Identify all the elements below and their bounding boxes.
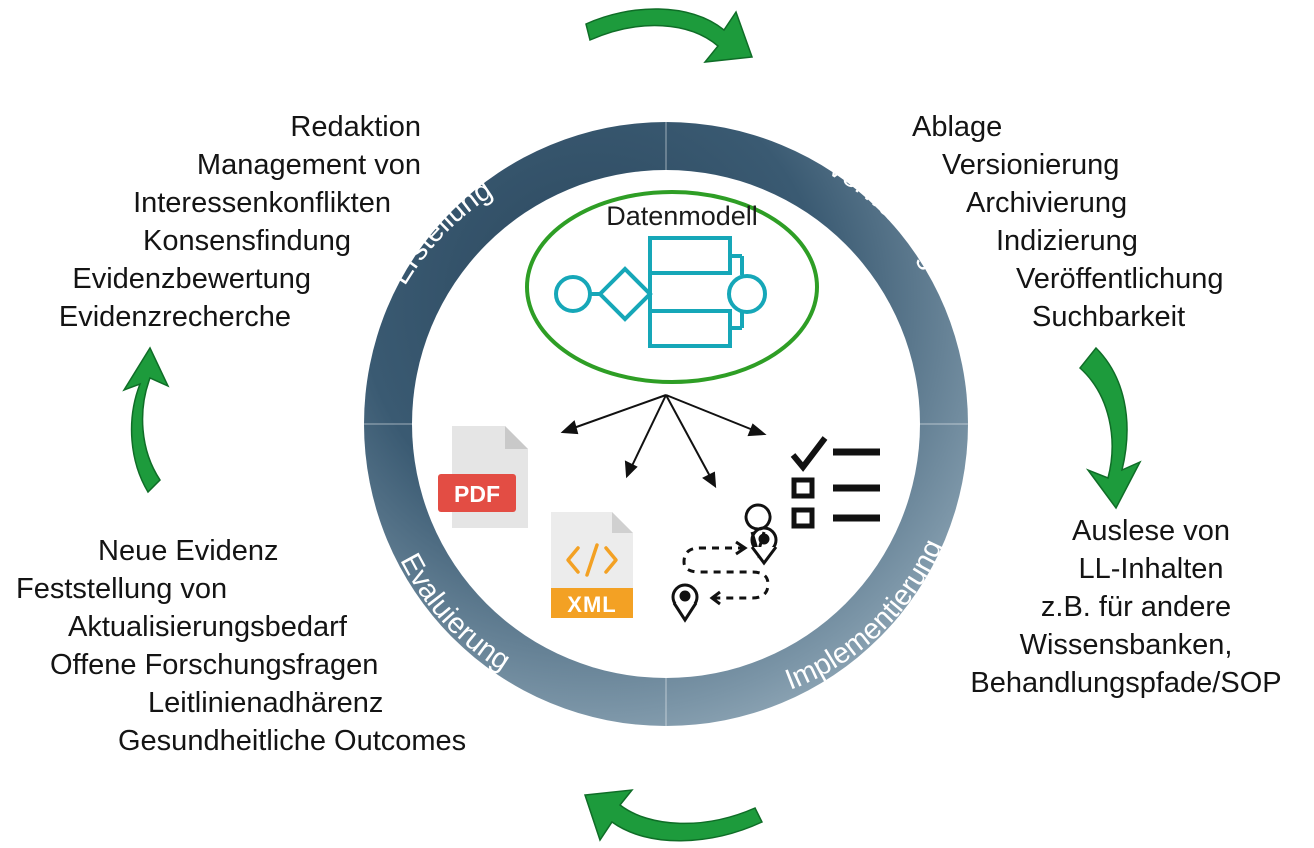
block-line: Offene Forschungsfragen	[50, 649, 379, 681]
block-line: Wissensbanken,	[1019, 629, 1233, 661]
text-block-erstellung: Redaktion Management von Interessenkonfl…	[59, 108, 421, 336]
block-line: Versionierung	[942, 149, 1120, 181]
xml-label: XML	[567, 592, 616, 617]
block-line: Suchbarkeit	[1032, 301, 1186, 333]
block-line: LL-Inhalten	[1078, 553, 1224, 585]
block-line: Indizierung	[996, 225, 1138, 257]
datamodel-output-arrows	[560, 394, 767, 489]
block-line: Redaktion	[290, 111, 421, 143]
block-line: Feststellung von	[16, 573, 228, 605]
block-line: Behandlungspfade/SOP	[970, 667, 1282, 699]
block-line: z.B. für andere	[1040, 591, 1232, 623]
block-line: Evidenzrecherche	[58, 301, 291, 333]
block-line: Aktualisierungsbedarf	[68, 611, 347, 643]
pdf-label: PDF	[454, 481, 500, 507]
datamodel-highlight-ellipse	[525, 190, 819, 384]
block-line: Gesundheitliche Outcomes	[118, 725, 467, 757]
block-line: Ablage	[912, 111, 1003, 143]
block-line: Veröffentlichung	[1016, 263, 1224, 295]
xml-file-icon: XML	[551, 512, 633, 618]
block-line: Konsensfindung	[143, 225, 351, 257]
text-block-verwaltung: Ablage Versionierung Archivierung Indizi…	[912, 108, 1223, 336]
text-block-evaluierung: Neue Evidenz Feststellung von Aktualisie…	[16, 532, 466, 760]
route-path-icon	[671, 503, 778, 623]
block-line: Interessenkonflikten	[133, 187, 391, 219]
block-line: Archivierung	[966, 187, 1128, 219]
text-block-implementierung: Auslese von LL-Inhalten z.B. für andere …	[966, 512, 1296, 702]
pdf-file-icon: PDF	[438, 426, 528, 528]
block-line: Management von	[196, 149, 421, 181]
block-line: Evidenzbewertung	[72, 263, 311, 295]
block-line: Neue Evidenz	[98, 535, 279, 567]
block-line: Leitlinienadhärenz	[148, 687, 384, 719]
block-line: Auslese von	[1072, 515, 1230, 547]
checklist-icon	[790, 436, 880, 529]
datamodel-title: Datenmodell	[606, 201, 758, 231]
ring-inner-hole	[412, 170, 920, 678]
cycle-arrow-icon	[122, 8, 1142, 842]
datamodel-flow-icon	[554, 236, 767, 348]
